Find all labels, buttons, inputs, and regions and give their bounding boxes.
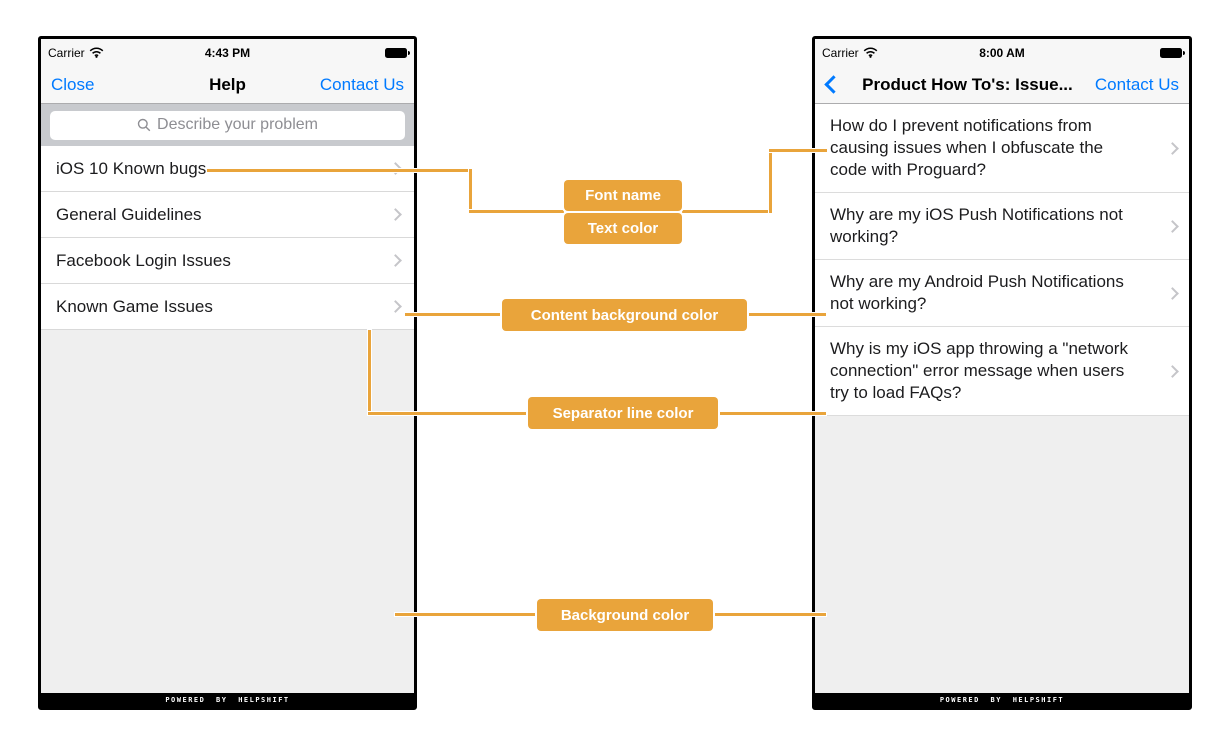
- font-name-connector-line: [469, 169, 472, 213]
- status-time: 4:43 PM: [204, 45, 251, 60]
- contact-us-button[interactable]: Contact Us: [319, 74, 404, 94]
- text-color-annotation: Text color: [564, 213, 682, 244]
- faq-section-label: Facebook Login Issues: [56, 250, 231, 270]
- faq-section-label: iOS 10 Known bugs: [56, 158, 207, 178]
- screen-background: [41, 330, 414, 693]
- faq-question-row[interactable]: Why is my iOS app throwing a "network co…: [815, 327, 1189, 416]
- wifi-icon: [89, 47, 103, 58]
- separator-connector-line: [718, 412, 826, 415]
- chevron-right-icon: [389, 254, 402, 267]
- close-button[interactable]: Close: [51, 74, 95, 94]
- content-bg-connector-line: [405, 313, 502, 316]
- background-connector-line: [395, 613, 537, 616]
- faq-question-label: Why is my iOS app throwing a "network co…: [830, 339, 1128, 402]
- page-title: Product How To's: Issue...: [862, 74, 1073, 94]
- faq-section-label: General Guidelines: [56, 204, 202, 224]
- faq-section-row[interactable]: Known Game Issues: [41, 284, 414, 330]
- chevron-right-icon: [1166, 141, 1179, 155]
- chevron-right-icon: [389, 208, 402, 221]
- powered-by-helpshift-footer: POWERED BY HELPSHIFT: [41, 693, 414, 707]
- screen-background: [815, 416, 1189, 693]
- font-name-connector-line: [769, 149, 772, 213]
- nav-bar: Close Help Contact Us: [41, 66, 414, 104]
- nav-bar: Product How To's: Issue... Contact Us: [815, 66, 1189, 104]
- carrier-label: Carrier: [48, 45, 85, 60]
- separator-connector-line: [368, 330, 371, 415]
- chevron-right-icon: [1166, 219, 1179, 233]
- faq-question-label: Why are my iOS Push Notifications not wo…: [830, 205, 1123, 246]
- powered-by-helpshift-footer: POWERED BY HELPSHIFT: [815, 693, 1189, 707]
- separator-line-color-annotation: Separator line color: [528, 397, 718, 429]
- battery-icon: [385, 47, 410, 58]
- left-phone-screenshot: Carrier 4:43 PM Close Help Contact Us De…: [38, 36, 417, 710]
- search-icon: [137, 118, 151, 132]
- separator-connector-line: [368, 412, 528, 415]
- faq-question-row[interactable]: Why are my Android Push Notifications no…: [815, 260, 1189, 327]
- carrier-label: Carrier: [822, 45, 859, 60]
- font-name-connector-line: [469, 210, 564, 213]
- faq-section-label: Known Game Issues: [56, 296, 213, 316]
- right-phone-screenshot: Carrier 8:00 AM Product How To's: Issue.…: [812, 36, 1192, 710]
- font-name-connector-line: [769, 149, 827, 152]
- content-background-color-annotation: Content background color: [502, 299, 747, 331]
- chevron-right-icon: [1166, 364, 1179, 378]
- faq-question-label: How do I prevent notifications from caus…: [830, 116, 1104, 179]
- faq-question-row[interactable]: How do I prevent notifications from caus…: [815, 104, 1189, 193]
- contact-us-button[interactable]: Contact Us: [1094, 74, 1179, 94]
- search-input[interactable]: Describe your problem: [50, 110, 405, 140]
- font-name-connector-line: [207, 169, 472, 172]
- content-bg-connector-line: [747, 313, 826, 316]
- faq-question-label: Why are my Android Push Notifications no…: [830, 272, 1124, 313]
- status-bar: Carrier 8:00 AM: [815, 39, 1189, 66]
- faq-section-row[interactable]: General Guidelines: [41, 192, 414, 238]
- status-time: 8:00 AM: [979, 45, 1025, 60]
- background-color-annotation: Background color: [537, 599, 713, 631]
- font-name-annotation: Font name: [564, 180, 682, 211]
- font-name-connector-line: [682, 210, 772, 213]
- search-bar-strip: Describe your problem: [41, 104, 414, 146]
- status-bar: Carrier 4:43 PM: [41, 39, 414, 66]
- search-placeholder: Describe your problem: [157, 116, 318, 133]
- battery-icon: [1160, 47, 1185, 58]
- faq-question-row[interactable]: Why are my iOS Push Notifications not wo…: [815, 193, 1189, 260]
- faq-section-row[interactable]: Facebook Login Issues: [41, 238, 414, 284]
- faq-section-row[interactable]: iOS 10 Known bugs: [41, 146, 414, 192]
- chevron-right-icon: [389, 300, 402, 313]
- chevron-right-icon: [1166, 286, 1179, 300]
- wifi-icon: [863, 47, 877, 58]
- background-connector-line: [713, 613, 826, 616]
